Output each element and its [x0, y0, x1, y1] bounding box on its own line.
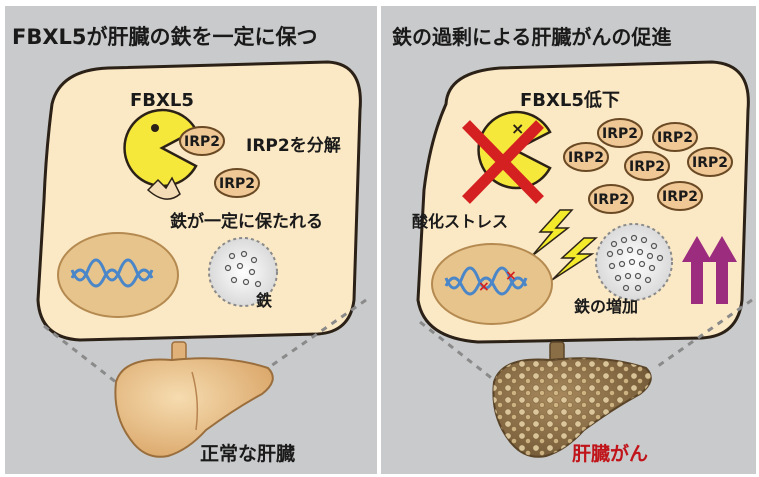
right-panel-title: 鉄の過剰による肝臓がんの促進 [392, 25, 671, 49]
degrade-label: IRP2を分解 [246, 135, 341, 156]
pacman-eye [151, 124, 159, 132]
dna-damage-mark: × [505, 268, 517, 284]
irp2-cluster: IRP2 IRP2 IRP2 IRP2 IRP2 IRP2 IRP2 [563, 118, 733, 214]
right-zoom-line-1 [419, 320, 495, 382]
normal-liver-icon [114, 341, 274, 458]
irp2-token [179, 126, 225, 156]
left-zoom-line-1 [43, 324, 127, 392]
cross-icon [462, 120, 544, 204]
oxidative-stress-label: 酸化ストレス [412, 212, 508, 231]
fbxl5-label: FBXL5 [130, 90, 194, 111]
lightning-icon [531, 209, 574, 257]
iron-constant-label: 鉄が一定に保たれる [170, 211, 323, 232]
irp2-text: IRP2 [602, 126, 638, 142]
iron-dots [224, 250, 262, 288]
irp2-text: IRP2 [593, 192, 629, 208]
iron-increase-label: 鉄の増加 [574, 297, 638, 316]
normal-liver-caption: 正常な肝臓 [200, 442, 295, 465]
eggshell-piece-icon [146, 176, 181, 200]
left-zoom-line-2 [267, 298, 367, 370]
iron-label: 鉄 [256, 291, 272, 310]
fbxl5-down-label: FBXL5低下 [520, 89, 620, 111]
irp2-text: IRP2 [662, 189, 698, 205]
irp2-text: IRP2 [568, 150, 604, 166]
iron-dots [606, 234, 664, 292]
cancer-liver-icon [492, 341, 652, 458]
dna-damage-mark: × [478, 279, 490, 295]
pacman-icon [123, 108, 198, 188]
cancer-liver-caption: 肝臓がん [572, 442, 648, 465]
irp2-text: IRP2 [219, 176, 255, 192]
irp2-text: IRP2 [629, 159, 665, 175]
irp2-text: IRP2 [184, 134, 220, 150]
irp2-text: IRP2 [692, 155, 728, 171]
left-panel-title: FBXL5が肝臓の鉄を一定に保つ [12, 25, 318, 49]
dna-icon [70, 258, 154, 288]
dna-icon [444, 266, 528, 296]
iron-vesicle [208, 237, 278, 307]
up-arrow-icon [682, 236, 737, 304]
irp2-token [214, 168, 260, 198]
irp2-text: IRP2 [657, 130, 693, 146]
pacman-x-eye: × [511, 119, 524, 138]
lightning-icon [551, 237, 598, 281]
